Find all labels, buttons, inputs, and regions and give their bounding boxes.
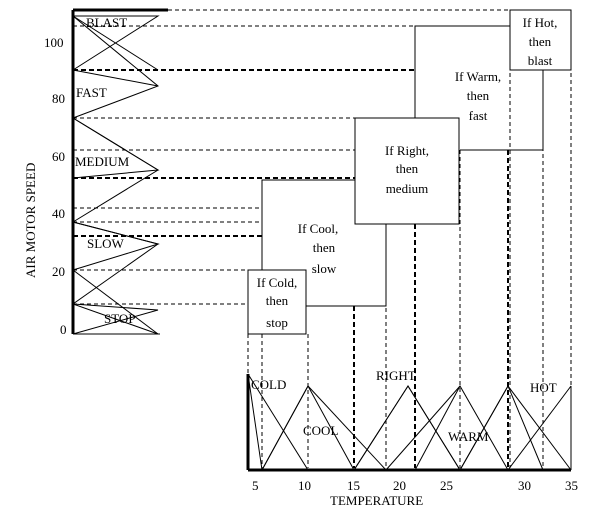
- temperature-set-label-right: RIGHT: [376, 368, 416, 383]
- rule-text: If Warm,: [455, 69, 501, 84]
- speed-set-label-fast: FAST: [76, 85, 107, 100]
- x-axis-ticks: 5 10 15 20 25 30 35: [252, 478, 578, 493]
- temperature-set-label-warm: WARM: [448, 429, 489, 444]
- rule-box-hot: If Hot, then blast: [509, 9, 572, 71]
- x-tick: 30: [518, 478, 531, 493]
- blast-set-edge: [72, 15, 159, 71]
- warm-set-shape-a: [385, 385, 509, 471]
- rule-text: If Right,: [385, 143, 429, 158]
- rule-text: If Cold,: [257, 275, 297, 290]
- cool-set-rise: [261, 385, 309, 471]
- cool-set-fall: [307, 385, 387, 471]
- y-tick: 40: [52, 206, 65, 221]
- rule-text: then: [266, 293, 289, 308]
- temperature-set-label-cold: COLD: [251, 377, 286, 392]
- y-tick: 60: [52, 149, 65, 164]
- rule-text: slow: [312, 261, 337, 276]
- rule-text: then: [467, 88, 490, 103]
- stop-set-edge: [72, 269, 159, 335]
- rule-box-cool: If Cool, then slow: [298, 221, 338, 276]
- right-set-shape: [353, 385, 461, 471]
- rule-text: then: [313, 240, 336, 255]
- rule-text: then: [529, 34, 552, 49]
- cold-set-edge: [247, 373, 309, 471]
- x-tick: 35: [565, 478, 578, 493]
- fast-set-edge: [72, 69, 159, 87]
- warm-set-rise: [414, 385, 461, 471]
- x-tick: 15: [347, 478, 360, 493]
- y-tick: 20: [52, 264, 65, 279]
- y-tick: 100: [44, 35, 64, 50]
- rule-box-cold: If Cold, then stop: [247, 269, 307, 335]
- output-step-cool: [306, 224, 387, 307]
- x-axis-title: TEMPERATURE: [330, 493, 423, 508]
- temperature-guide-lines: [247, 10, 572, 468]
- y-axis-title: AIR MOTOR SPEED: [23, 163, 38, 278]
- rule-text: blast: [528, 53, 553, 68]
- speed-set-label-blast: BLAST: [86, 15, 127, 30]
- hot-set-rise: [507, 385, 572, 471]
- speed-sets-zigzag: [71, 15, 160, 335]
- rule-text: If Hot,: [523, 15, 558, 30]
- temperature-membership-panel: COLD COOL RIGHT WARM HOT: [246, 368, 572, 472]
- y-tick: 0: [60, 322, 67, 337]
- rule-text: then: [396, 161, 419, 176]
- rule-text: If Cool,: [298, 221, 338, 236]
- y-axis-ticks: 100 80 60 40 20 0: [44, 35, 67, 337]
- y-tick: 80: [52, 91, 65, 106]
- rule-text: medium: [386, 181, 429, 196]
- rule-box-right: If Right, then medium: [354, 117, 460, 225]
- x-tick: 10: [298, 478, 311, 493]
- x-tick: 5: [252, 478, 259, 493]
- stop-set-shape: [72, 303, 159, 335]
- temperature-set-label-hot: HOT: [530, 380, 557, 395]
- speed-guide-lines: [73, 9, 510, 305]
- medium-set-edge: [72, 117, 160, 179]
- rule-text: fast: [469, 108, 488, 123]
- rule-text: stop: [266, 315, 288, 330]
- slow-set-edge: [72, 221, 160, 271]
- speed-membership-panel: BLAST FAST MEDIUM SLOW STOP: [71, 8, 168, 335]
- rule-box-warm: If Warm, then fast: [455, 69, 501, 123]
- temperature-set-label-cool: COOL: [303, 423, 338, 438]
- blast-set-shape: [72, 15, 160, 71]
- x-tick: 20: [393, 478, 406, 493]
- warm-set-shape-b: [459, 384, 544, 471]
- speed-set-label-slow: SLOW: [87, 236, 125, 251]
- speed-set-label-medium: MEDIUM: [75, 154, 130, 169]
- x-tick: 25: [440, 478, 453, 493]
- speed-set-label-stop: STOP: [104, 311, 136, 326]
